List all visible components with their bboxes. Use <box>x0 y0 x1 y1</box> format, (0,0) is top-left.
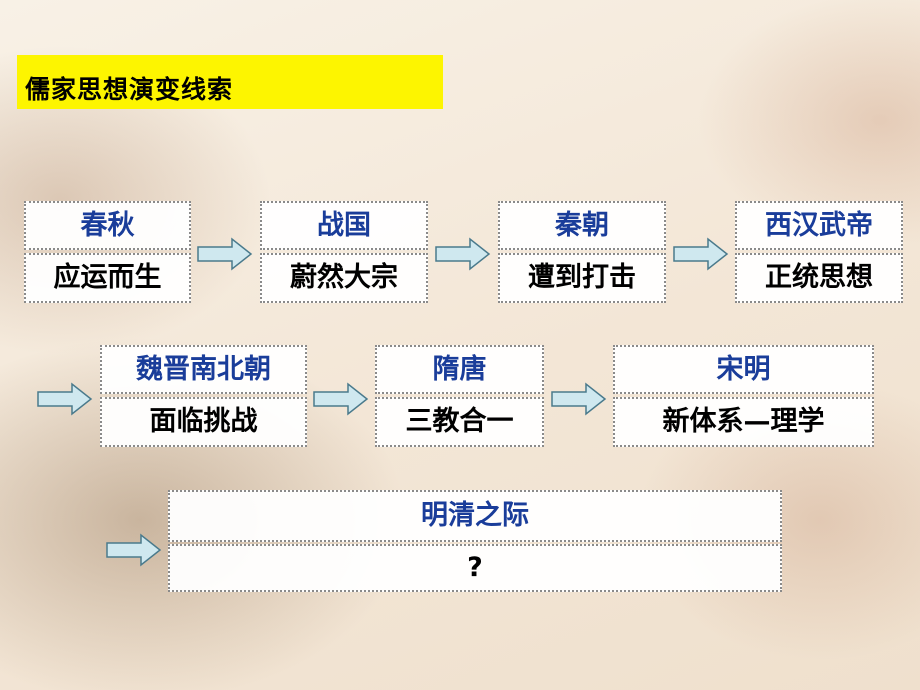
period-label: 战国 <box>317 210 371 241</box>
period-box-suitang: 隋唐 <box>375 345 544 394</box>
event-label: 遭到打击 <box>528 262 636 293</box>
event-box-mingqing: ? <box>168 544 782 592</box>
event-label: 新体系—理学 <box>662 406 825 437</box>
period-label: 宋明 <box>716 354 771 385</box>
period-box-xihan: 西汉武帝 <box>735 201 903 250</box>
event-box-songming: 新体系—理学 <box>613 397 874 447</box>
period-box-qin: 秦朝 <box>498 201 666 250</box>
event-box-zhanguo: 蔚然大宗 <box>260 253 428 303</box>
arrow-right-icon <box>106 533 162 567</box>
title-highlight <box>17 55 443 109</box>
event-label: 三教合一 <box>405 406 514 437</box>
event-label: 正统思想 <box>765 262 873 293</box>
slide-title: 儒家思想演变线索 <box>25 75 234 104</box>
arrow-right-icon <box>435 237 491 271</box>
arrow-right-icon <box>673 237 729 271</box>
period-label: 西汉武帝 <box>765 210 873 241</box>
event-label: 面临挑战 <box>149 406 258 437</box>
event-box-suitang: 三教合一 <box>375 397 544 447</box>
event-box-weijin: 面临挑战 <box>100 397 307 447</box>
period-label: 隋唐 <box>432 354 487 385</box>
period-box-zhanguo: 战国 <box>260 201 428 250</box>
arrow-right-icon <box>313 382 369 416</box>
arrow-right-icon <box>37 382 93 416</box>
event-label: ? <box>467 552 483 583</box>
period-box-songming: 宋明 <box>613 345 874 394</box>
arrow-right-icon <box>197 237 253 271</box>
period-box-chunqiu: 春秋 <box>24 201 191 250</box>
period-label: 秦朝 <box>555 210 609 241</box>
period-label: 明清之际 <box>421 500 529 531</box>
arrow-right-icon <box>551 382 607 416</box>
period-label: 魏晋南北朝 <box>136 354 271 385</box>
period-box-mingqing: 明清之际 <box>168 490 782 542</box>
period-box-weijin: 魏晋南北朝 <box>100 345 307 394</box>
event-box-xihan: 正统思想 <box>735 253 903 303</box>
event-box-chunqiu: 应运而生 <box>24 253 191 303</box>
event-label: 应运而生 <box>53 262 162 293</box>
period-label: 春秋 <box>80 210 135 241</box>
event-label: 蔚然大宗 <box>290 262 398 293</box>
event-box-qin: 遭到打击 <box>498 253 666 303</box>
